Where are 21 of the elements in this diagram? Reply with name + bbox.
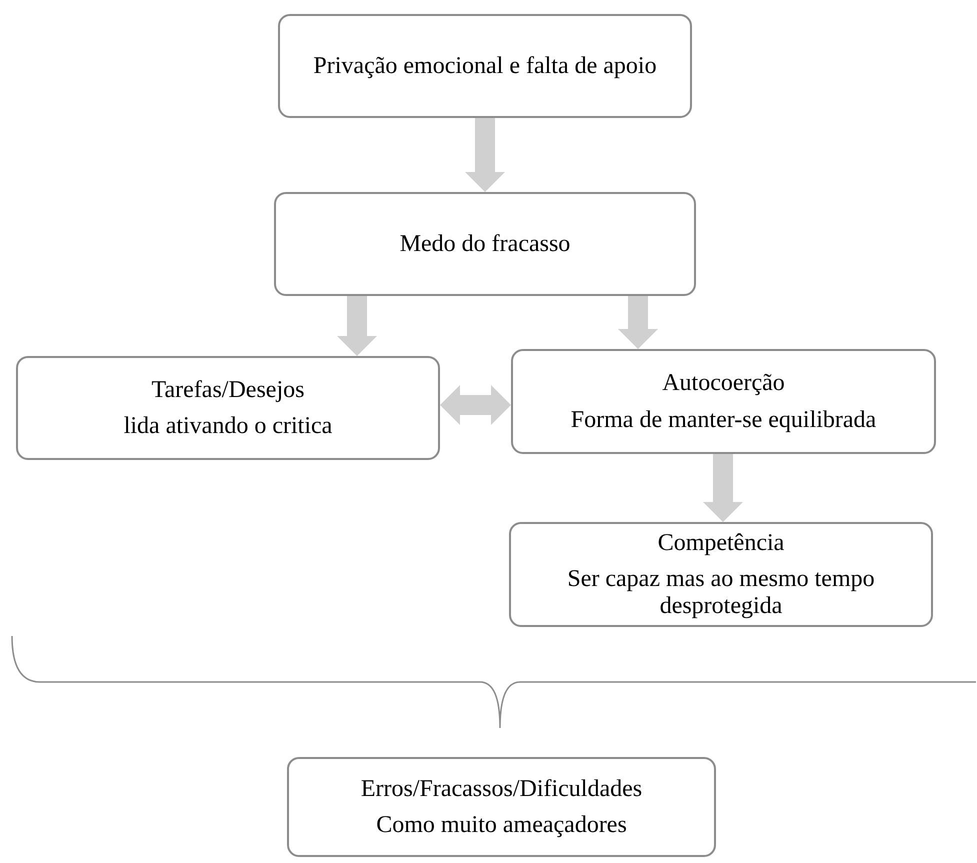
rounded-box <box>16 356 440 460</box>
rounded-box <box>287 757 716 857</box>
box-text: Ser capaz mas ao mesmo tempo desprotegida <box>566 566 876 620</box>
rounded-box <box>278 14 692 118</box>
block-arrow <box>465 118 505 192</box>
box-heading: Autocoerção <box>662 370 785 396</box>
box-heading: Medo do fracasso <box>400 230 570 258</box>
block-arrow <box>337 296 377 356</box>
box-heading: Competência <box>658 530 784 556</box>
box-text: lida ativando o critica <box>124 413 332 440</box>
box-heading: Erros/Fracassos/Dificuldades <box>360 776 642 802</box>
block-arrow <box>703 454 743 522</box>
box-text: Como muito ameaçadores <box>376 812 627 838</box>
block-arrow <box>440 385 511 425</box>
rounded-box <box>509 522 933 627</box>
box-text: Forma de manter-se equilibrada <box>570 406 876 433</box>
rounded-box <box>274 192 696 296</box>
block-arrow <box>618 296 658 349</box>
box-heading: Tarefas/Desejos <box>152 376 304 403</box>
box-heading: Privação emocional e falta de apoio <box>313 52 657 80</box>
rounded-box <box>511 349 936 454</box>
